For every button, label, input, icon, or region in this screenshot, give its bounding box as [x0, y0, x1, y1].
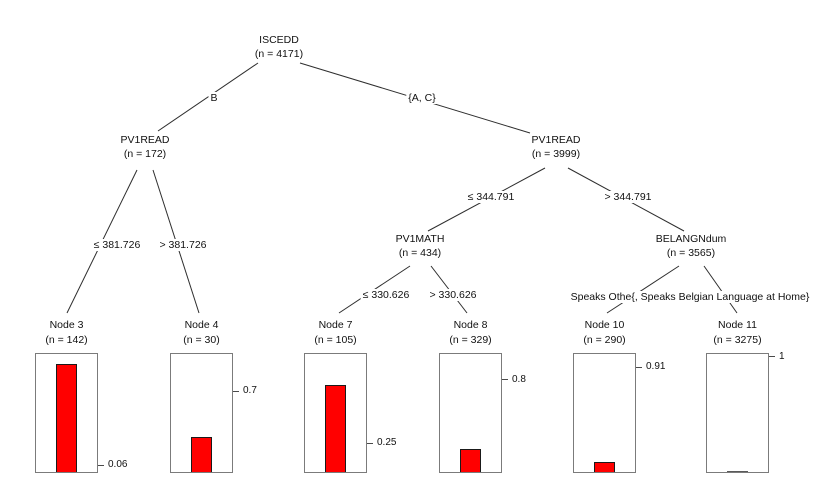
bar — [325, 385, 346, 472]
axis-tick-label: 0.91 — [646, 361, 666, 372]
bar — [727, 470, 748, 472]
terminal-node-3-panel: Node 3 (n = 142) 0.06 — [35, 319, 127, 473]
terminal-node-8-plotbox: 0.8 — [439, 353, 526, 473]
bar — [191, 437, 212, 472]
axis-tick-label: 0.25 — [377, 437, 397, 449]
edge-label-le-344: ≤ 344.791 — [465, 191, 517, 203]
terminal-node-3-plotbox: 0.06 — [35, 353, 127, 473]
terminal-node-3-n: (n = 142) — [45, 334, 88, 346]
edge-label-le-381: ≤ 381.726 — [91, 239, 143, 251]
axis-tick — [98, 464, 104, 466]
terminal-node-7-plotbox: 0.25 — [304, 353, 396, 473]
axis-tick — [636, 366, 642, 368]
edge-label-gt-381: > 381.726 — [157, 239, 209, 251]
terminal-node-4-title: Node 4 — [184, 319, 219, 331]
terminal-node-7-panel: Node 7 (n = 105) 0.25 — [304, 319, 396, 473]
edge-label-language: Speaks Othe{, Speaks Belgian Language at… — [568, 291, 812, 303]
inner-node-5-variable: PV1READ — [531, 134, 581, 146]
edge-line-9-10 — [606, 265, 680, 314]
terminal-node-8-panel: Node 8 (n = 329) 0.8 — [439, 319, 526, 473]
terminal-node-4-panel: Node 4 (n = 30) 0.7 — [170, 319, 257, 473]
edge-line-9-11 — [703, 265, 738, 314]
inner-node-5-n: (n = 3999) — [531, 148, 581, 160]
edge-line-1-2 — [157, 62, 259, 132]
terminal-node-4-plotbox: 0.7 — [170, 353, 257, 473]
inner-node-9-variable: BELANGNdum — [655, 233, 727, 245]
terminal-node-8-title: Node 8 — [453, 319, 488, 331]
inner-node-6-variable: PV1MATH — [395, 233, 445, 245]
axis-tick-label: 0.8 — [512, 373, 526, 385]
terminal-node-11-panel: Node 11 (n = 3275) 1 — [706, 319, 785, 473]
edge-label-gt-344: > 344.791 — [602, 191, 654, 203]
axis-tick-label: 0.06 — [108, 459, 128, 471]
terminal-node-10-plotbox: 0.91 — [573, 353, 665, 473]
edge-label-le-330: ≤ 330.626 — [360, 289, 412, 301]
edge-label-a-c: {A, C} — [406, 92, 438, 104]
bar — [460, 448, 481, 472]
terminal-node-11-n: (n = 3275) — [713, 334, 762, 346]
inner-node-1-n: (n = 4171) — [254, 48, 304, 60]
axis-tick — [233, 390, 239, 392]
terminal-node-10-n: (n = 290) — [583, 334, 626, 346]
inner-node-2-n: (n = 172) — [123, 148, 167, 160]
terminal-node-7-title: Node 7 — [318, 319, 353, 331]
terminal-node-8-n: (n = 329) — [449, 334, 492, 346]
terminal-node-3-title: Node 3 — [49, 319, 84, 331]
bar — [594, 461, 615, 472]
terminal-node-10-panel: Node 10 (n = 290) 0.91 — [573, 319, 665, 473]
inner-node-9-n: (n = 3565) — [666, 247, 716, 259]
inner-node-1-variable: ISCEDD — [259, 34, 299, 46]
terminal-node-11-plotbox: 1 — [706, 351, 785, 473]
bar — [56, 363, 77, 472]
terminal-node-11-title: Node 11 — [718, 319, 757, 331]
terminal-node-10-title: Node 10 — [584, 319, 625, 331]
axis-tick — [769, 356, 775, 358]
inner-node-6-n: (n = 434) — [398, 247, 442, 259]
axis-tick-label: 1 — [779, 350, 785, 362]
axis-tick — [502, 379, 508, 381]
edge-label-b: B — [208, 92, 220, 104]
axis-tick-label: 0.7 — [243, 385, 257, 397]
edge-label-gt-330: > 330.626 — [427, 289, 479, 301]
axis-tick — [367, 442, 373, 444]
terminal-node-7-n: (n = 105) — [314, 334, 357, 346]
terminal-node-4-n: (n = 30) — [183, 334, 220, 346]
inner-node-2-variable: PV1READ — [120, 134, 170, 146]
